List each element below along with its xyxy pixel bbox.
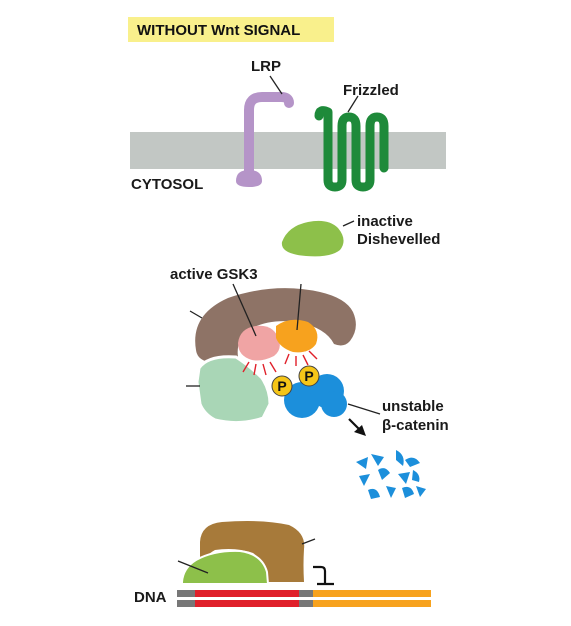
ck1-kinase <box>276 319 318 353</box>
header-title: WITHOUT Wnt SIGNAL <box>137 22 300 39</box>
tcf-leader <box>177 560 209 574</box>
ck1-leader <box>296 283 302 331</box>
lrp-label: LRP <box>251 58 281 75</box>
destruction-complex <box>195 288 356 425</box>
plasma-membrane <box>130 132 446 169</box>
groucho-corepressor <box>200 521 305 582</box>
dna-double-strand <box>177 590 431 607</box>
lrp-leader <box>269 75 283 95</box>
phospho-label-2: P <box>304 368 313 384</box>
gsk3-kinase <box>238 325 280 361</box>
frizzled-leader <box>347 95 359 113</box>
repression-symbol <box>313 565 334 586</box>
dna-label: DNA <box>134 589 167 606</box>
gsk3-label: active GSK3 <box>170 266 258 283</box>
frizzled-label: Frizzled <box>343 82 399 99</box>
apc-protein <box>195 355 272 425</box>
dishevelled-protein <box>281 220 344 257</box>
catenin-label-line1: unstable <box>382 398 444 415</box>
dishevelled-label-line2: Dishevelled <box>357 231 440 248</box>
frizzled-receptor <box>314 106 389 192</box>
kinase-activity-rays <box>242 350 318 376</box>
catenin-leader <box>347 403 381 415</box>
tcf-protein <box>181 549 270 585</box>
axin-leader <box>189 310 203 319</box>
gsk3-leader <box>232 283 257 337</box>
catenin-label-line2: β-catenin <box>382 417 449 434</box>
phospho-label-1: P <box>277 378 286 394</box>
lrp-receptor <box>236 92 294 187</box>
beta-catenin <box>284 374 347 418</box>
dishevelled-leader <box>342 220 355 227</box>
cytosol-label: CYTOSOL <box>131 176 203 193</box>
phospho-group-2 <box>298 365 320 387</box>
axin-scaffold <box>195 288 356 362</box>
phospho-group-1 <box>271 375 293 397</box>
dishevelled-label-line1: inactive <box>357 213 413 230</box>
degraded-fragments <box>356 450 426 499</box>
header-banner <box>128 17 334 42</box>
degradation-arrow <box>348 418 366 436</box>
groucho-leader <box>301 538 316 545</box>
